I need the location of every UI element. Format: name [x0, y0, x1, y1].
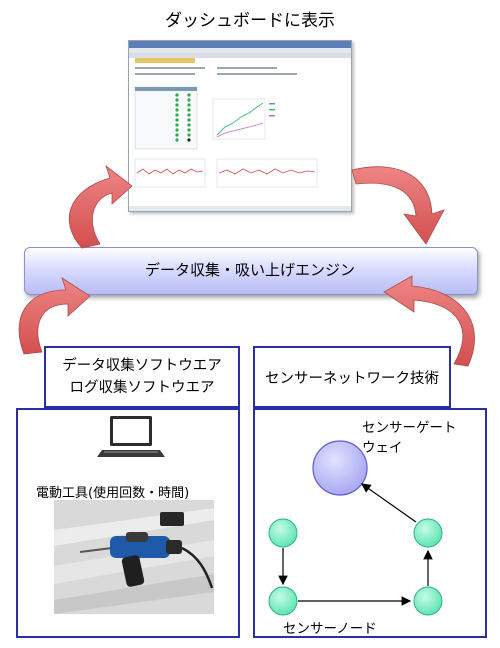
dashboard-title: ダッシュボードに表示 [165, 11, 335, 31]
window-toolbar [129, 53, 351, 58]
gateway-label-line1: センサーゲート [362, 420, 457, 436]
tool-panel [16, 408, 240, 638]
dashboard-content [134, 67, 318, 188]
window-tabs [135, 58, 195, 63]
curved-arrow-top-right [351, 166, 445, 245]
sensor-network-label: センサーネットワーク技術 [265, 370, 439, 387]
curved-arrow-top-left [68, 164, 133, 249]
sensor-node-label: センサーノード [283, 621, 377, 637]
window-titlebar [129, 41, 351, 48]
tool-caption: 電動工具(使用回数・時間) [36, 486, 190, 501]
software-label-line1: データ収集ソフトウエア [62, 358, 222, 374]
dashboard-screenshot [128, 40, 352, 212]
status-lights [175, 93, 191, 142]
window-menubar [129, 48, 351, 53]
gateway-label-line2: ウェイ [362, 440, 403, 456]
gateway-label: センサーゲート ウェイ [362, 418, 482, 458]
data-engine-label: データ収集・吸い上げエンジン [144, 261, 355, 279]
software-label-line2: ログ収集ソフトウエア [69, 380, 215, 396]
window-statusbar [129, 206, 351, 211]
software-label-box: データ収集ソフトウエア ログ収集ソフトウエア [44, 346, 240, 408]
sensor-network-label-box: センサーネットワーク技術 [253, 346, 451, 408]
